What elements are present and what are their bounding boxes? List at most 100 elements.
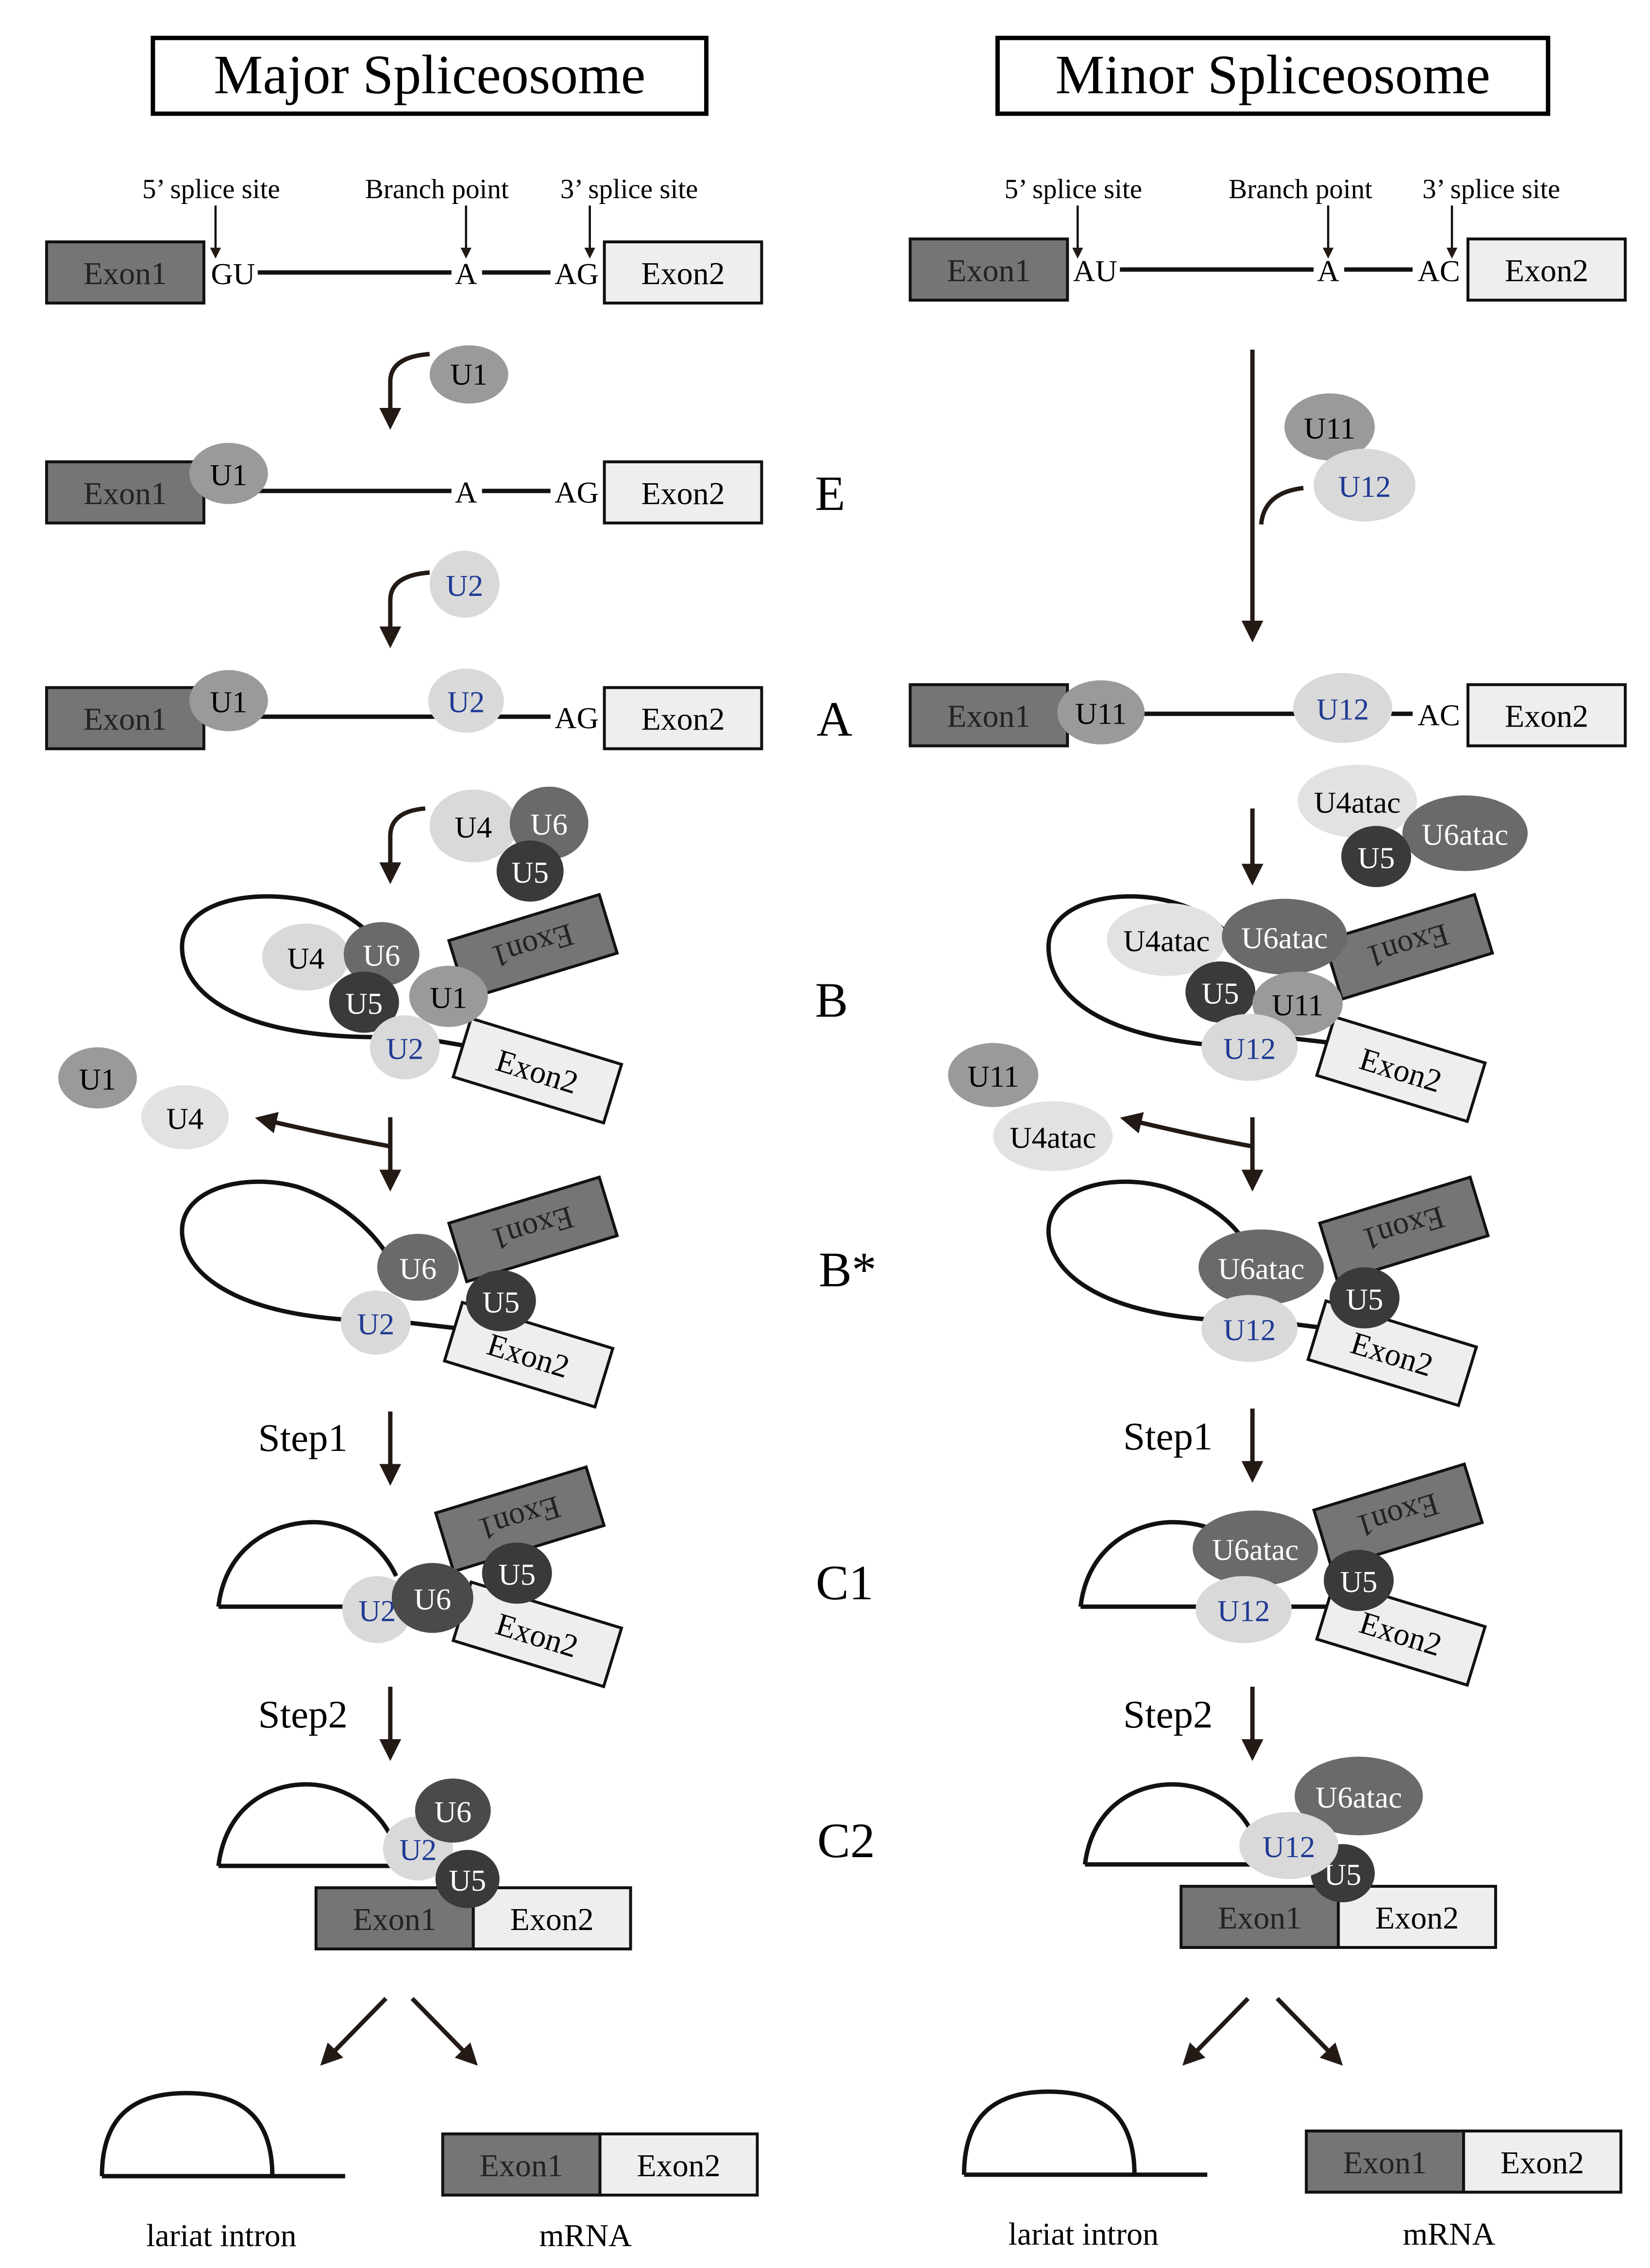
- svg-text:U6atac: U6atac: [1218, 1252, 1304, 1286]
- svg-text:Exon2: Exon2: [510, 1902, 594, 1937]
- minor-pre-mrna: 5’ splice site Branch point 3’ splice si…: [909, 174, 1627, 302]
- svg-text:AC: AC: [1417, 254, 1460, 288]
- svg-text:U6atac: U6atac: [1422, 818, 1508, 852]
- svg-text:Step2: Step2: [258, 1693, 348, 1736]
- svg-text:U2: U2: [358, 1594, 396, 1628]
- major-step1: Step1: [258, 1411, 402, 1486]
- svg-text:U12: U12: [1263, 1830, 1315, 1864]
- major-products: lariat intron Exon1 Exon2 mRNA: [100, 1997, 759, 2253]
- svg-text:U6: U6: [363, 939, 400, 973]
- svg-text:U6: U6: [530, 808, 568, 842]
- svg-text:AG: AG: [555, 257, 599, 291]
- major-arrow-b: U4 U6 U5: [379, 786, 589, 902]
- svg-text:U1: U1: [210, 685, 247, 719]
- svg-text:Major Spliceosome: Major Spliceosome: [214, 44, 645, 105]
- minor-complex-a: Exon1 AC Exon2 U11 U12: [909, 673, 1627, 747]
- svg-text:U5: U5: [449, 1863, 486, 1897]
- svg-text:Exon2: Exon2: [637, 2148, 720, 2183]
- svg-text:5’ splice site: 5’ splice site: [1004, 174, 1142, 204]
- major-pre-mrna: 5’ splice site Branch point 3’ splice si…: [45, 174, 763, 305]
- svg-text:U11: U11: [967, 1060, 1019, 1094]
- svg-text:U1: U1: [430, 981, 467, 1015]
- svg-text:Step1: Step1: [1123, 1414, 1212, 1458]
- svg-text:Exon2: Exon2: [1500, 2145, 1584, 2181]
- svg-text:U4atac: U4atac: [1010, 1120, 1096, 1154]
- svg-text:Exon2: Exon2: [1375, 1900, 1459, 1936]
- major-complex-e: Exon1 A AG Exon2 U1: [45, 442, 763, 525]
- svg-text:Exon1: Exon1: [480, 2148, 563, 2183]
- svg-text:U5: U5: [1340, 1565, 1378, 1599]
- svg-text:U6atac: U6atac: [1315, 1780, 1402, 1814]
- svg-text:AG: AG: [555, 475, 599, 509]
- svg-text:U11: U11: [1075, 697, 1127, 731]
- svg-text:U12: U12: [1217, 1594, 1270, 1628]
- svg-text:U6: U6: [399, 1252, 437, 1286]
- svg-text:U6atac: U6atac: [1212, 1533, 1298, 1567]
- svg-text:U2: U2: [386, 1032, 423, 1066]
- svg-text:U12: U12: [1223, 1313, 1276, 1347]
- minor-complex-c2: Exon1 Exon2 U6atac U5 U12: [1082, 1757, 1498, 1949]
- svg-text:Exon1: Exon1: [353, 1902, 437, 1937]
- svg-text:U5: U5: [498, 1557, 536, 1591]
- svg-text:U1: U1: [210, 458, 247, 492]
- svg-text:U1: U1: [79, 1063, 116, 1097]
- svg-text:Exon1: Exon1: [84, 476, 167, 511]
- major-complex-a: Exon1 AG Exon2 U1 U2: [45, 668, 763, 750]
- svg-text:U6atac: U6atac: [1241, 921, 1328, 955]
- minor-arrow-e-a: U11 U12: [1241, 349, 1416, 643]
- major-release: U1 U4: [58, 1047, 402, 1192]
- svg-text:Exon1: Exon1: [947, 253, 1030, 288]
- svg-text:Exon1: Exon1: [84, 256, 167, 291]
- svg-text:GU: GU: [211, 257, 255, 291]
- stage-label-a: A: [817, 692, 853, 747]
- svg-text:U12: U12: [1338, 470, 1391, 504]
- svg-text:lariat intron: lariat intron: [1009, 2217, 1159, 2252]
- minor-complex-c1: Exon1 Exon2 U6atac U5 U12: [1078, 1462, 1487, 1687]
- svg-text:U5: U5: [1202, 977, 1239, 1011]
- svg-text:Branch point: Branch point: [1229, 174, 1372, 204]
- svg-text:AC: AC: [1417, 698, 1460, 732]
- svg-text:A: A: [455, 257, 477, 291]
- svg-text:U6: U6: [434, 1795, 471, 1829]
- svg-text:Exon1: Exon1: [947, 699, 1030, 734]
- stage-label-c2: C2: [817, 1813, 875, 1868]
- svg-text:Branch point: Branch point: [365, 174, 509, 204]
- svg-text:AU: AU: [1073, 254, 1117, 288]
- svg-text:U5: U5: [1346, 1282, 1383, 1316]
- svg-text:Exon2: Exon2: [641, 256, 724, 291]
- svg-text:U5: U5: [1358, 841, 1395, 875]
- major-complex-b: Exon1 Exon2 U4 U6 U5 U1 U2: [180, 893, 623, 1125]
- svg-text:U4: U4: [455, 811, 492, 845]
- svg-text:Step2: Step2: [1123, 1693, 1212, 1736]
- minor-title: Minor Spliceosome: [995, 35, 1550, 116]
- svg-text:U2: U2: [447, 685, 485, 719]
- svg-text:U12: U12: [1316, 693, 1369, 727]
- svg-text:U11: U11: [1272, 988, 1323, 1022]
- minor-step2: Step2: [1123, 1687, 1263, 1761]
- svg-text:U2: U2: [357, 1307, 394, 1341]
- svg-text:U2: U2: [399, 1833, 437, 1867]
- major-complex-c1: Exon1 Exon2 U5 U2 U6: [216, 1465, 623, 1689]
- minor-release: U11 U4atac: [948, 1043, 1263, 1192]
- minor-arrow-b: U4atac U6atac U5: [1241, 764, 1528, 887]
- major-arrow-e: U1: [379, 345, 508, 430]
- svg-text:Exon2: Exon2: [1505, 253, 1588, 288]
- svg-text:Exon2: Exon2: [641, 476, 724, 511]
- svg-text:U4atac: U4atac: [1123, 924, 1210, 958]
- svg-text:U2: U2: [446, 569, 483, 603]
- minor-complex-b: Exon1 Exon2 U4atac U6atac U5 U11 U12: [1046, 893, 1495, 1123]
- major-complex-bstar: Exon1 Exon2 U6 U5 U2: [180, 1175, 619, 1409]
- svg-text:U4atac: U4atac: [1314, 786, 1400, 820]
- major-step2: Step2: [258, 1687, 402, 1761]
- major-title: Major Spliceosome: [151, 35, 709, 116]
- svg-text:5’ splice site: 5’ splice site: [142, 174, 280, 204]
- stage-label-b: B: [815, 973, 848, 1028]
- svg-text:U4: U4: [166, 1102, 203, 1136]
- svg-text:U1: U1: [450, 357, 488, 391]
- svg-text:U6: U6: [414, 1582, 451, 1616]
- svg-text:U5: U5: [345, 987, 383, 1021]
- svg-text:Exon1: Exon1: [1218, 1900, 1301, 1936]
- exon1-box: [45, 240, 205, 305]
- svg-text:U5: U5: [482, 1285, 520, 1319]
